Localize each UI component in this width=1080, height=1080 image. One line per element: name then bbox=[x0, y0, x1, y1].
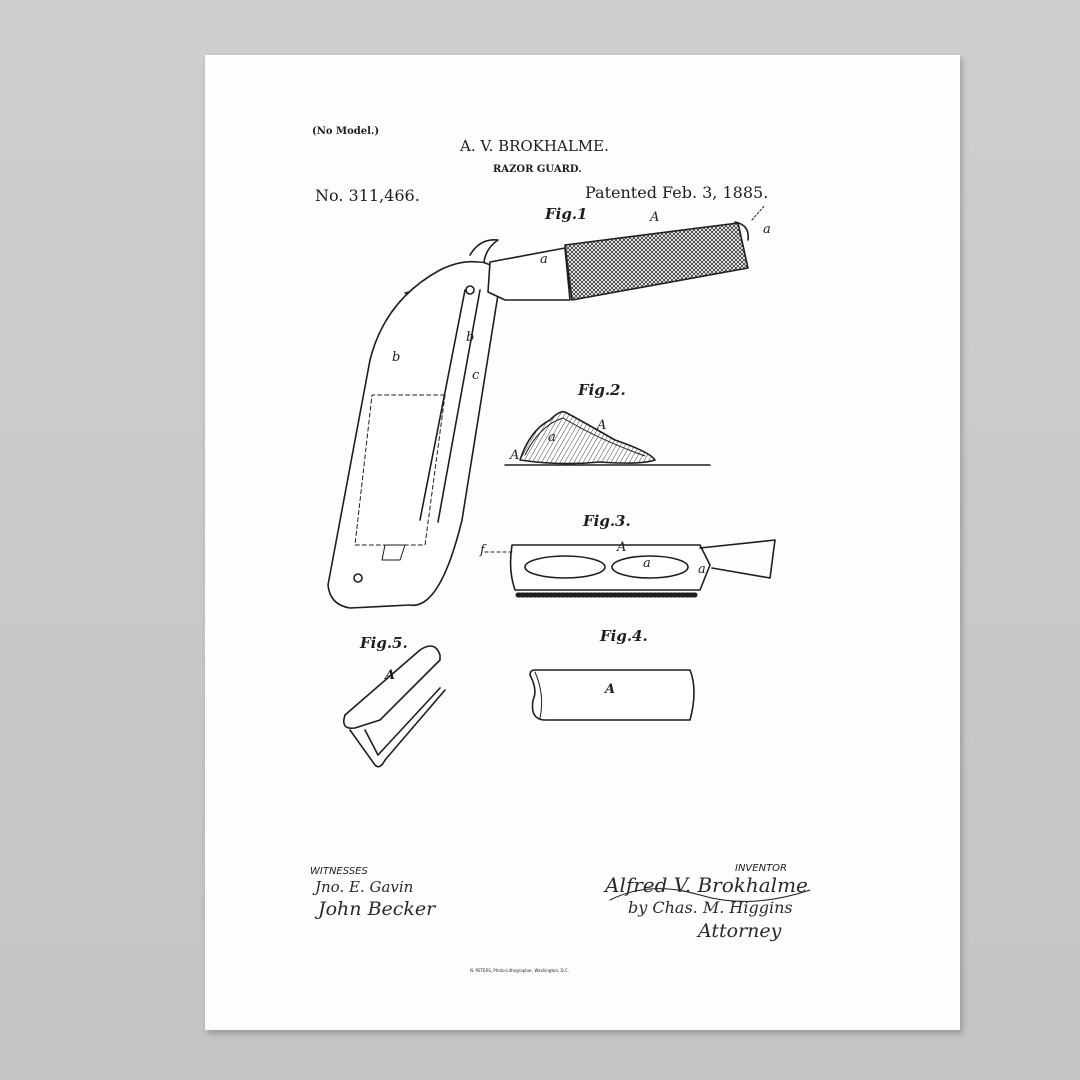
fig4-label: Fig.4. bbox=[600, 627, 648, 645]
attorney-signature: by Chas. M. Higgins bbox=[628, 898, 793, 917]
fig3-label: Fig.3. bbox=[583, 512, 631, 530]
fig5-label: Fig.5. bbox=[360, 634, 408, 652]
fig3-guard-drawing bbox=[485, 540, 775, 595]
label-f: f bbox=[480, 543, 485, 558]
witnesses-label: WITNESSES bbox=[310, 866, 368, 877]
label-a-fig3: a bbox=[643, 556, 651, 571]
label-c: c bbox=[472, 368, 479, 383]
label-A-fig1: A bbox=[650, 210, 659, 225]
label-a-fig2: a bbox=[548, 430, 556, 445]
inventor-signature: Alfred V. Brokhalme bbox=[605, 873, 808, 897]
label-A-fig4: A bbox=[605, 682, 615, 697]
attorney-label: Attorney bbox=[698, 920, 781, 942]
label-b: b bbox=[392, 350, 400, 365]
fig2-label: Fig.2. bbox=[578, 381, 626, 399]
fig5-guard-perspective-drawing bbox=[344, 646, 445, 767]
fig1-label: Fig.1 bbox=[545, 205, 588, 223]
label-b-2: b bbox=[466, 330, 474, 345]
label-a-tip: a bbox=[763, 222, 771, 237]
witness-signature-2: John Becker bbox=[318, 898, 435, 920]
label-a-fig1: a bbox=[540, 252, 548, 267]
label-a-fig3-end: a bbox=[698, 562, 706, 577]
label-A-fig2-base: A bbox=[510, 448, 519, 463]
witness-signature-1: Jno. E. Gavin bbox=[315, 878, 413, 896]
fig2-cross-section-drawing bbox=[505, 412, 710, 465]
label-A-fig2: A bbox=[597, 418, 606, 433]
label-A-fig5: A bbox=[385, 668, 395, 683]
lithographer-imprint: N. PETERS, Photo-Lithographer, Washingto… bbox=[470, 968, 569, 973]
label-A-fig3: A bbox=[617, 540, 626, 555]
